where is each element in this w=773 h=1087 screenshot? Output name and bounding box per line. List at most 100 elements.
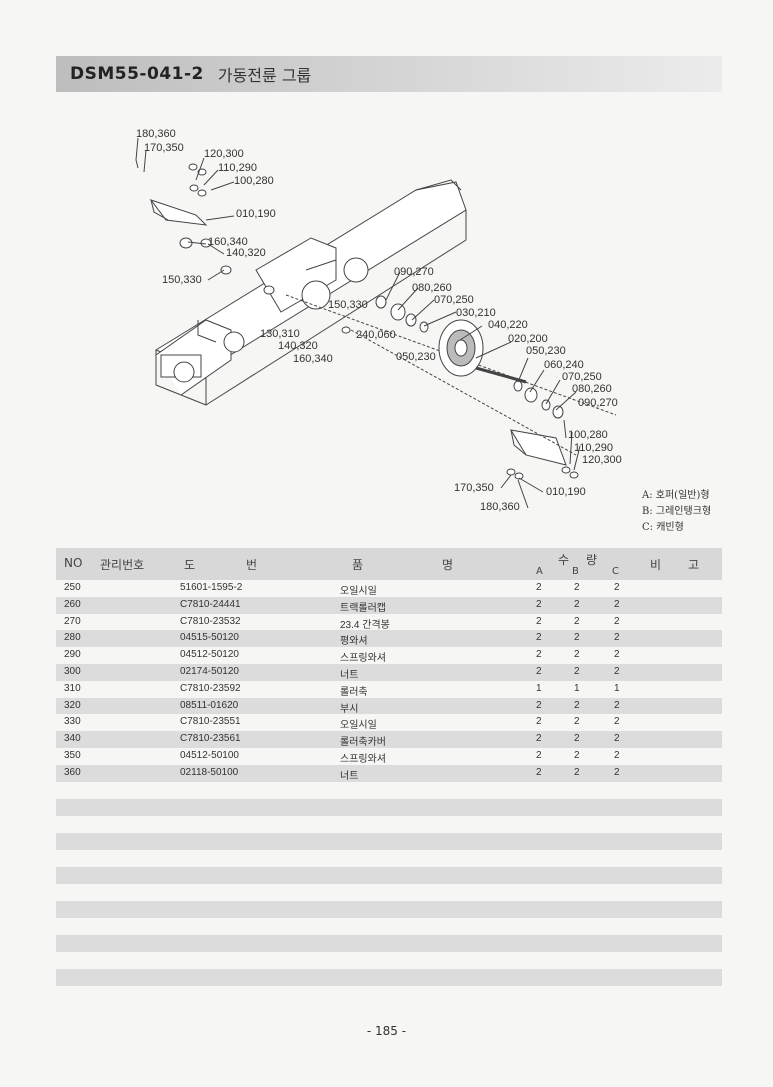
cell-qty-c: 2 [614, 699, 620, 711]
cell-name: 23.4 간격봉 [340, 619, 390, 631]
empty-table-rows [56, 782, 722, 986]
callout-label: 010,190 [236, 208, 276, 220]
header-name-1: 품 [352, 558, 364, 572]
cell-qty-b: 2 [574, 716, 580, 728]
legend-item-a: A: 호퍼(일반)형 [642, 490, 710, 501]
table-row: 320 08511-01620 부시 2 2 2 [56, 697, 722, 715]
cell-qty-b: 2 [574, 615, 580, 627]
callout-label: 030,210 [456, 307, 496, 319]
cell-qty-a: 2 [536, 699, 542, 711]
cell-qty-b: 2 [574, 649, 580, 661]
callout-label: 090,270 [578, 397, 618, 409]
cell-no: 300 [64, 665, 81, 677]
cell-qty-b: 2 [574, 749, 580, 761]
empty-row [56, 799, 722, 816]
empty-row [56, 850, 722, 867]
callout-label: 020,200 [508, 333, 548, 345]
table-row: 300 02174-50120 너트 2 2 2 [56, 663, 722, 681]
cell-qty-c: 2 [614, 615, 620, 627]
cell-qty-c: 2 [614, 649, 620, 661]
cell-qty-a: 2 [536, 649, 542, 661]
cell-no: 260 [64, 598, 81, 610]
legend-item-c: C: 캐빈형 [642, 522, 684, 533]
callout-label: 080,260 [572, 383, 612, 395]
header-drawing-1: 도 [184, 558, 196, 572]
empty-row [56, 969, 722, 986]
table-row: 270 C7810-23532 23.4 간격봉 2 2 2 [56, 614, 722, 631]
group-title: 가동전륜 그룹 [217, 66, 312, 85]
cell-name: 부시 [340, 703, 359, 715]
empty-row [56, 867, 722, 884]
empty-row [56, 884, 722, 901]
cell-name: 스프링와셔 [340, 753, 386, 765]
cell-no: 250 [64, 582, 81, 593]
cell-drawing: 08511-01620 [180, 699, 239, 711]
cell-drawing: 02118-50100 [180, 766, 239, 778]
header-qty-b: B [572, 566, 579, 577]
cell-no: 360 [64, 766, 81, 778]
cell-qty-b: 2 [574, 699, 580, 711]
callout-label: 040,220 [488, 319, 528, 331]
cell-qty-a: 2 [536, 632, 542, 644]
cell-no: 340 [64, 733, 81, 745]
callout-label: 140,320 [226, 247, 266, 259]
cell-qty-b: 2 [574, 598, 580, 610]
callout-label: 060,240 [544, 359, 584, 371]
cell-name: 롤러축카버 [340, 737, 386, 749]
empty-row [56, 952, 722, 969]
header-mgmt-number: 관리번호 [100, 558, 145, 572]
cell-drawing: C7810-24441 [180, 598, 241, 610]
cell-drawing: 51601-1595-2 [180, 582, 243, 593]
callout-label: 170,350 [454, 482, 494, 494]
cell-qty-c: 2 [614, 733, 620, 745]
cell-qty-c: 2 [614, 582, 620, 593]
header-drawing-2: 번 [246, 558, 258, 572]
callout-label: 070,250 [562, 371, 602, 383]
table-row: 290 04512-50120 스프링와셔 2 2 2 [56, 647, 722, 664]
cell-qty-a: 2 [536, 733, 542, 745]
cell-qty-a: 2 [536, 665, 542, 677]
group-code: DSM55-041-2 [70, 64, 204, 84]
header-qty-c: C [612, 566, 619, 577]
callout-label: 050,230 [526, 345, 566, 357]
callout-label: 090,270 [394, 266, 434, 278]
cell-name: 너트 [340, 669, 359, 681]
cell-drawing: C7810-23592 [180, 682, 241, 694]
cell-name: 오일시일 [340, 586, 377, 597]
cell-no: 270 [64, 615, 81, 627]
cell-name: 롤러축 [340, 686, 368, 698]
header-remark-1: 비 [650, 558, 662, 572]
callout-label: 110,290 [218, 162, 257, 174]
diagram-drawing [135, 137, 617, 509]
header-qty-1: 수 [558, 553, 570, 567]
cell-qty-b: 2 [574, 632, 580, 644]
cell-drawing: 04515-50120 [180, 632, 239, 644]
cell-qty-a: 1 [536, 682, 542, 694]
cell-no: 280 [64, 632, 81, 644]
exploded-parts-diagram: 180,360 170,350 120,300 110,290 100,280 … [56, 120, 722, 540]
callout-label: 010,190 [546, 486, 586, 498]
callout-label: 160,340 [293, 353, 333, 365]
cell-no: 330 [64, 716, 81, 728]
table-row: 260 C7810-24441 트랙롤러캡 2 2 2 [56, 596, 722, 614]
cell-qty-a: 2 [536, 749, 542, 761]
cell-no: 350 [64, 749, 81, 761]
header-name-2: 명 [442, 558, 454, 572]
cell-drawing: 02174-50120 [180, 665, 239, 677]
header-qty-a: A [536, 566, 543, 577]
callout-label: 080,260 [412, 282, 452, 294]
cell-qty-a: 2 [536, 598, 542, 610]
callout-label: 050,230 [396, 351, 436, 363]
callout-label: 180,360 [480, 501, 520, 513]
callout-label: 110,290 [574, 442, 613, 454]
callout-label: 150,330 [162, 274, 202, 286]
callout-label: 150,330 [328, 299, 368, 311]
legend-item-b: B: 그레인탱크형 [642, 506, 712, 517]
header-qty-2: 량 [586, 553, 598, 567]
cell-qty-c: 2 [614, 598, 620, 610]
cell-drawing: C7810-23551 [180, 716, 241, 728]
empty-row [56, 816, 722, 833]
cell-no: 320 [64, 699, 81, 711]
cell-qty-c: 1 [614, 682, 620, 694]
callout-label: 100,280 [234, 175, 274, 187]
